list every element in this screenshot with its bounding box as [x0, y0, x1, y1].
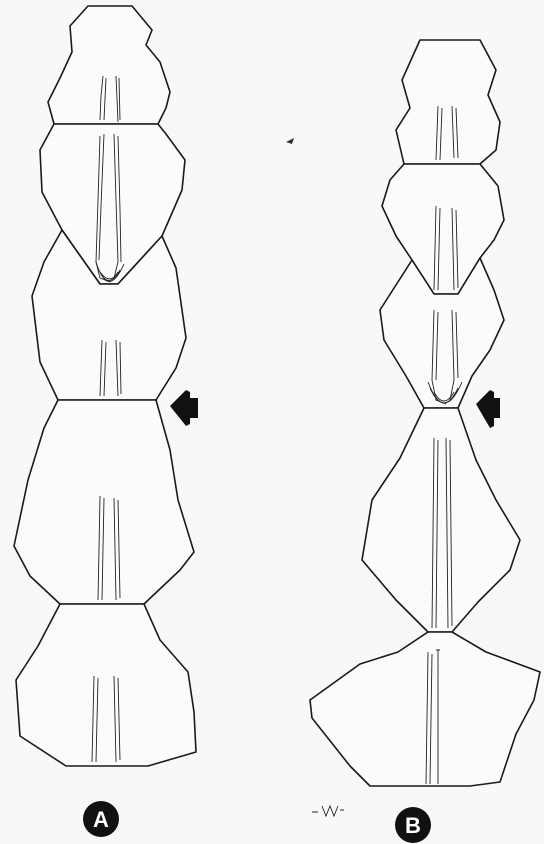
ink-speck — [286, 138, 294, 144]
panel-b-segment-4 — [362, 408, 520, 632]
panel-b-segment-1 — [396, 40, 500, 164]
panel-b-segment-5 — [310, 632, 540, 786]
panel-a-label: A — [93, 807, 109, 832]
panel-a-arrow-icon — [170, 390, 198, 426]
panel-a-label-badge: A — [83, 801, 119, 837]
scale-mark-icon — [312, 806, 344, 816]
panel-a-segment-5 — [16, 604, 196, 766]
panel-b-label: B — [405, 813, 421, 838]
panel-a: A — [14, 6, 198, 837]
panel-a-segment-1 — [48, 6, 170, 124]
panel-b-arrow-icon — [476, 390, 500, 428]
panel-b-label-badge: B — [395, 807, 431, 843]
panel-b: B — [310, 40, 540, 843]
